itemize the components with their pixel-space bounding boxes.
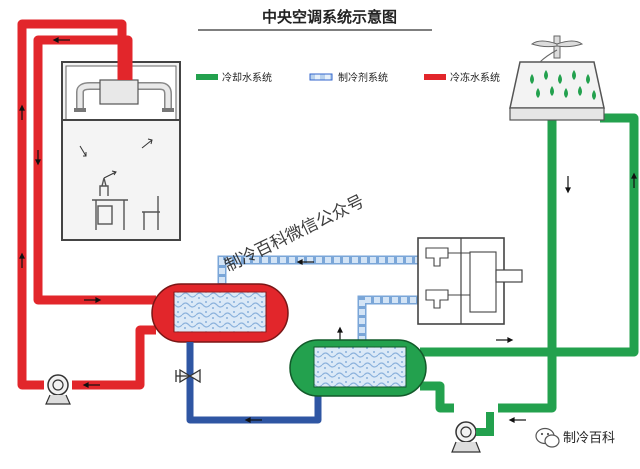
- fan-coil-unit: [99, 79, 139, 105]
- chilled-inner-loop: [33, 35, 156, 305]
- chilled-flow-arrows: [19, 37, 102, 388]
- diagram-title: 中央空调系统示意图: [262, 8, 397, 26]
- valve-icon: [175, 368, 201, 384]
- legend-label-cooling: 冷却水系统: [222, 71, 272, 84]
- compressor-icon: [417, 237, 523, 325]
- cooling-tower: [509, 35, 605, 121]
- legend-label-chilled: 冷冻水系统: [450, 71, 500, 84]
- fan-icon: [530, 35, 584, 63]
- airflow-arrows: [79, 138, 153, 179]
- legend-label-refrigerant: 制冷剂系统: [338, 71, 388, 84]
- chilled-pump-return: [72, 325, 156, 390]
- pump-icon-cooling: [451, 412, 494, 453]
- legend-swatch-chilled: [424, 74, 446, 80]
- cooling-pump-line: [420, 381, 454, 413]
- chair: [142, 196, 160, 230]
- condenser: [289, 339, 427, 397]
- diffuser-left: [74, 108, 86, 112]
- legend: 冷却水系统 制冷剂系统 冷冻水系统: [196, 71, 500, 84]
- diffuser-right: [162, 108, 174, 112]
- water-droplets: [530, 70, 596, 100]
- building: [61, 61, 181, 241]
- legend-swatch-refrigerant: [309, 73, 333, 81]
- evaporator: [151, 283, 289, 343]
- pump-icon: [45, 374, 71, 405]
- cooling-flow-arrows: [496, 172, 637, 423]
- desk: [92, 177, 128, 230]
- cooling-water-pipes: [420, 113, 639, 413]
- legend-swatch-cooling: [196, 74, 218, 80]
- cooling-return: [420, 113, 639, 357]
- wechat-icon: [535, 427, 560, 448]
- footer-brand: 制冷百科: [535, 427, 615, 448]
- footer-brand-text: 制冷百科: [563, 431, 615, 446]
- cooling-supply: [498, 118, 557, 413]
- refrigerant-lines: [217, 255, 418, 342]
